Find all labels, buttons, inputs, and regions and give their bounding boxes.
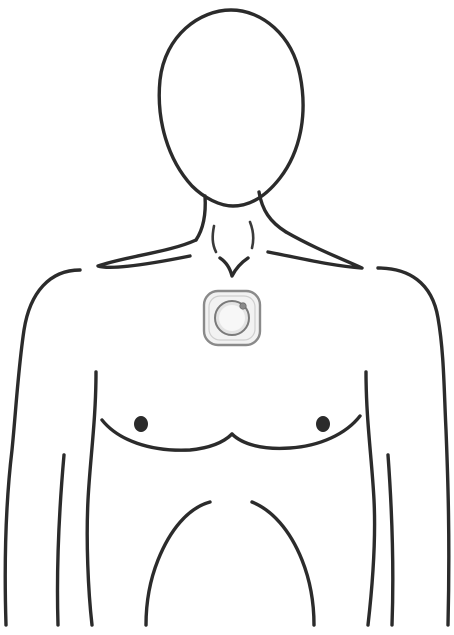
left-nipple <box>134 416 148 432</box>
neck-left-outline <box>196 196 205 240</box>
patch-indicator-light <box>240 303 246 309</box>
wearable-patch-device <box>204 291 260 345</box>
clavicle-right <box>268 232 362 268</box>
right-inner-arm <box>388 455 393 625</box>
clavicle-left <box>98 240 196 267</box>
neck-shadow-left <box>213 226 216 252</box>
right-nipple <box>316 416 330 432</box>
head-outline <box>159 10 303 206</box>
neck-shadow-right <box>250 222 253 248</box>
right-pectoral-line <box>232 416 360 448</box>
right-torso-side <box>366 372 375 625</box>
right-abdomen-line <box>252 502 314 625</box>
left-torso-side <box>87 372 96 625</box>
sternal-notch <box>220 258 248 276</box>
left-inner-arm <box>57 455 64 625</box>
left-shoulder-arm-outline <box>5 270 80 625</box>
right-shoulder-arm-outline <box>378 268 449 625</box>
left-abdomen-line <box>146 502 210 625</box>
left-pectoral-line <box>102 420 232 450</box>
neck-right-outline <box>259 192 286 232</box>
